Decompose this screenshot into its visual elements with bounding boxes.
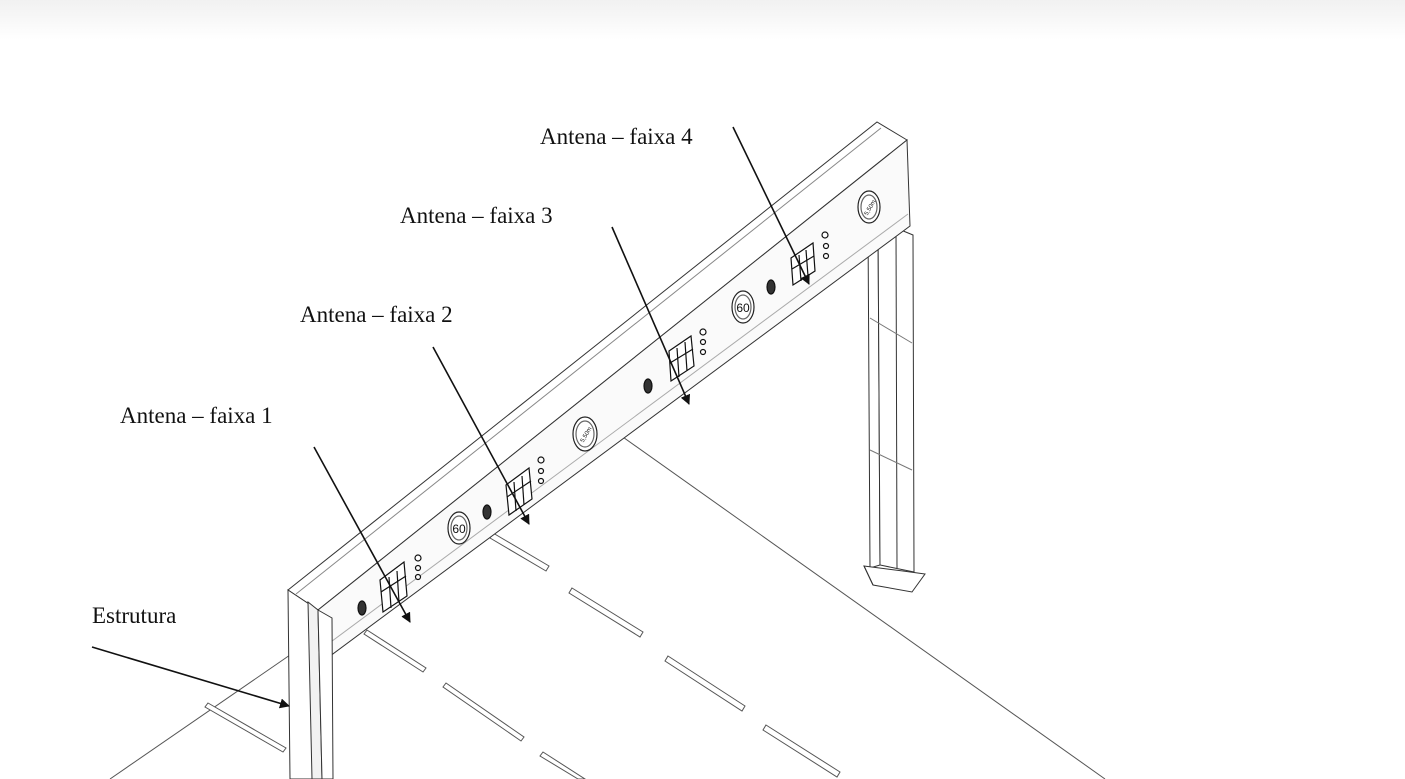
road-edge-near — [109, 654, 291, 779]
left-post — [287, 589, 334, 779]
road-edge-far — [619, 434, 1106, 779]
label-antenna-lane-1: Antena – faixa 1 — [120, 403, 273, 428]
speed-sign-text: 60 — [736, 301, 750, 315]
lane-dash — [664, 655, 746, 712]
beam-signs: 60 5,50m 60 5,50m — [447, 190, 881, 545]
right-post-base — [863, 565, 926, 593]
lane-dash — [489, 532, 550, 572]
speed-sign-text: 60 — [452, 522, 466, 536]
callout-arrows — [91, 126, 810, 709]
lane-dash — [442, 682, 525, 742]
lane-dash — [204, 702, 287, 753]
road-edges — [109, 434, 1106, 779]
lane-dash — [568, 587, 644, 638]
antenna-3 — [643, 328, 707, 394]
label-antenna-lane-3: Antena – faixa 3 — [400, 203, 553, 228]
arrow-structure — [91, 646, 290, 709]
antenna-2 — [482, 456, 545, 520]
antenna-1 — [357, 554, 422, 616]
scan-shading — [0, 0, 1405, 40]
height-sign-2: 5,50m — [857, 190, 881, 224]
lane-dash — [539, 751, 586, 779]
lane-dash — [762, 724, 841, 778]
arrow-antenna-2 — [432, 346, 530, 525]
arrow-antenna-1 — [313, 446, 411, 623]
right-post — [863, 221, 926, 593]
label-structure: Estrutura — [92, 603, 177, 628]
label-antenna-lane-2: Antena – faixa 2 — [300, 302, 453, 327]
antennas — [357, 231, 830, 616]
height-sign-1: 5,50m — [572, 416, 598, 452]
lane-markings — [204, 532, 841, 779]
speed-sign-2: 60 — [731, 290, 755, 324]
speed-sign-1: 60 — [447, 511, 471, 545]
arrow-antenna-4 — [732, 126, 810, 285]
label-antenna-lane-4: Antena – faixa 4 — [540, 124, 693, 149]
lane-dash — [363, 629, 427, 673]
arrow-antenna-3 — [611, 226, 690, 405]
